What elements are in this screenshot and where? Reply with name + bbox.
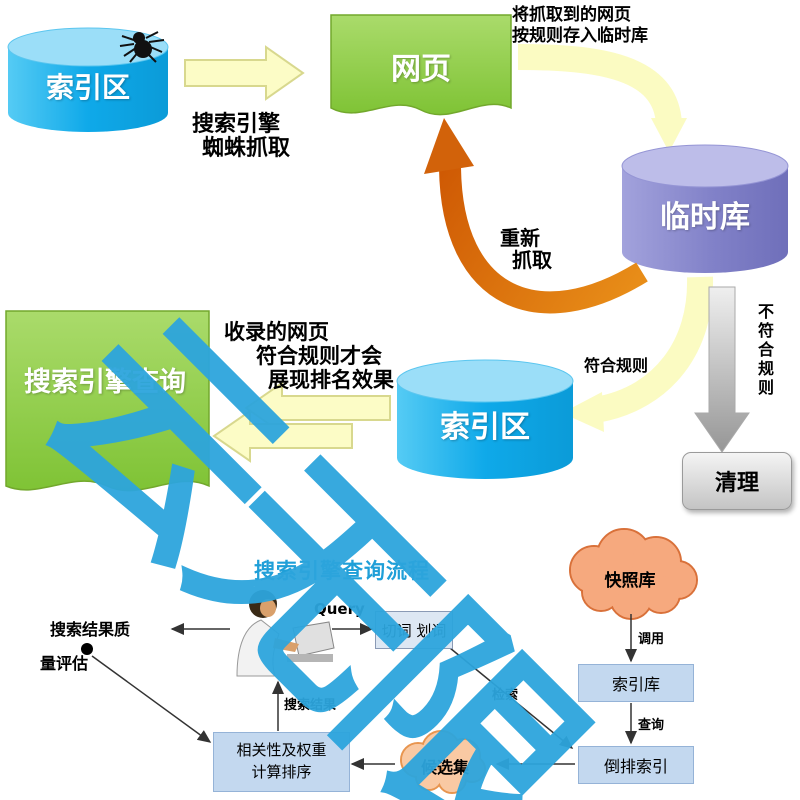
ranking-box-line1: 相关性及权重 bbox=[236, 741, 327, 760]
query-arrow bbox=[212, 381, 391, 463]
index-db-2-label: 索引区 bbox=[440, 410, 530, 445]
mid-note-line1: 收录的网页 bbox=[224, 320, 329, 344]
recrawl-label-line2: 抓取 bbox=[512, 248, 552, 272]
no-match-rule-label: 不符合规则 bbox=[755, 303, 774, 398]
match-rule-arrow bbox=[562, 276, 714, 432]
ranking-box: 相关性及权重 计算排序 bbox=[213, 732, 350, 792]
call-label: 调用 bbox=[638, 632, 665, 647]
clean-box: 清理 bbox=[682, 452, 792, 510]
flow-connectors bbox=[91, 614, 637, 770]
no-match-arrow bbox=[694, 286, 750, 453]
segment-box: 切词 划词 bbox=[375, 611, 453, 649]
inverted-index-box: 倒排索引 bbox=[578, 746, 694, 784]
recrawl-arrow bbox=[424, 118, 648, 314]
quality-label-line1: 搜索结果质 bbox=[50, 620, 131, 639]
temp-db-cylinder bbox=[621, 144, 789, 273]
snapshot-cloud-shape bbox=[569, 528, 698, 620]
snapshot-cloud-label: 快照库 bbox=[604, 571, 656, 591]
retrieve-label: 检索 bbox=[492, 688, 519, 703]
webpage-doc-shape bbox=[330, 14, 512, 116]
quality-label-line2: 量评估 bbox=[40, 654, 89, 673]
crawl-arrow bbox=[184, 45, 305, 101]
feedback-dot bbox=[81, 643, 93, 655]
query-label: Query bbox=[314, 600, 365, 618]
user-at-computer-illustration bbox=[236, 590, 335, 677]
bottom-flow-title: 搜索引擎查询流程 bbox=[254, 559, 430, 583]
store-note-line2: 按规则存入临时库 bbox=[512, 26, 648, 46]
mid-note-line2: 符合规则才会 bbox=[256, 344, 382, 368]
spider-icon bbox=[119, 31, 165, 63]
recrawl-label-line1: 重新 bbox=[500, 226, 540, 250]
query-step-label: 查询 bbox=[638, 718, 665, 733]
candidate-cloud-shape bbox=[400, 730, 486, 794]
mid-note-line3: 展现排名效果 bbox=[268, 368, 394, 392]
match-rule-label: 符合规则 bbox=[584, 356, 649, 375]
candidate-set-label: 候选集 bbox=[420, 758, 469, 777]
query-doc-shape bbox=[5, 310, 210, 492]
index-lib-box: 索引库 bbox=[578, 664, 694, 702]
index-db-1-label: 索引区 bbox=[45, 71, 130, 104]
temp-db-label: 临时库 bbox=[660, 200, 750, 235]
ranking-box-line2: 计算排序 bbox=[251, 763, 312, 781]
spider-arrow-label-line1: 搜索引擎 bbox=[192, 112, 281, 137]
store-arrow bbox=[517, 44, 687, 152]
spider-arrow-label-line2: 蜘蛛抓取 bbox=[202, 136, 291, 161]
webpage-label: 网页 bbox=[391, 52, 451, 87]
query-doc-label: 搜索引擎查询 bbox=[24, 367, 186, 398]
store-note-line1: 将抓取到的网页 bbox=[512, 5, 631, 25]
index-db-cylinder-2 bbox=[396, 359, 574, 479]
results-label: 搜索结果 bbox=[284, 698, 337, 713]
